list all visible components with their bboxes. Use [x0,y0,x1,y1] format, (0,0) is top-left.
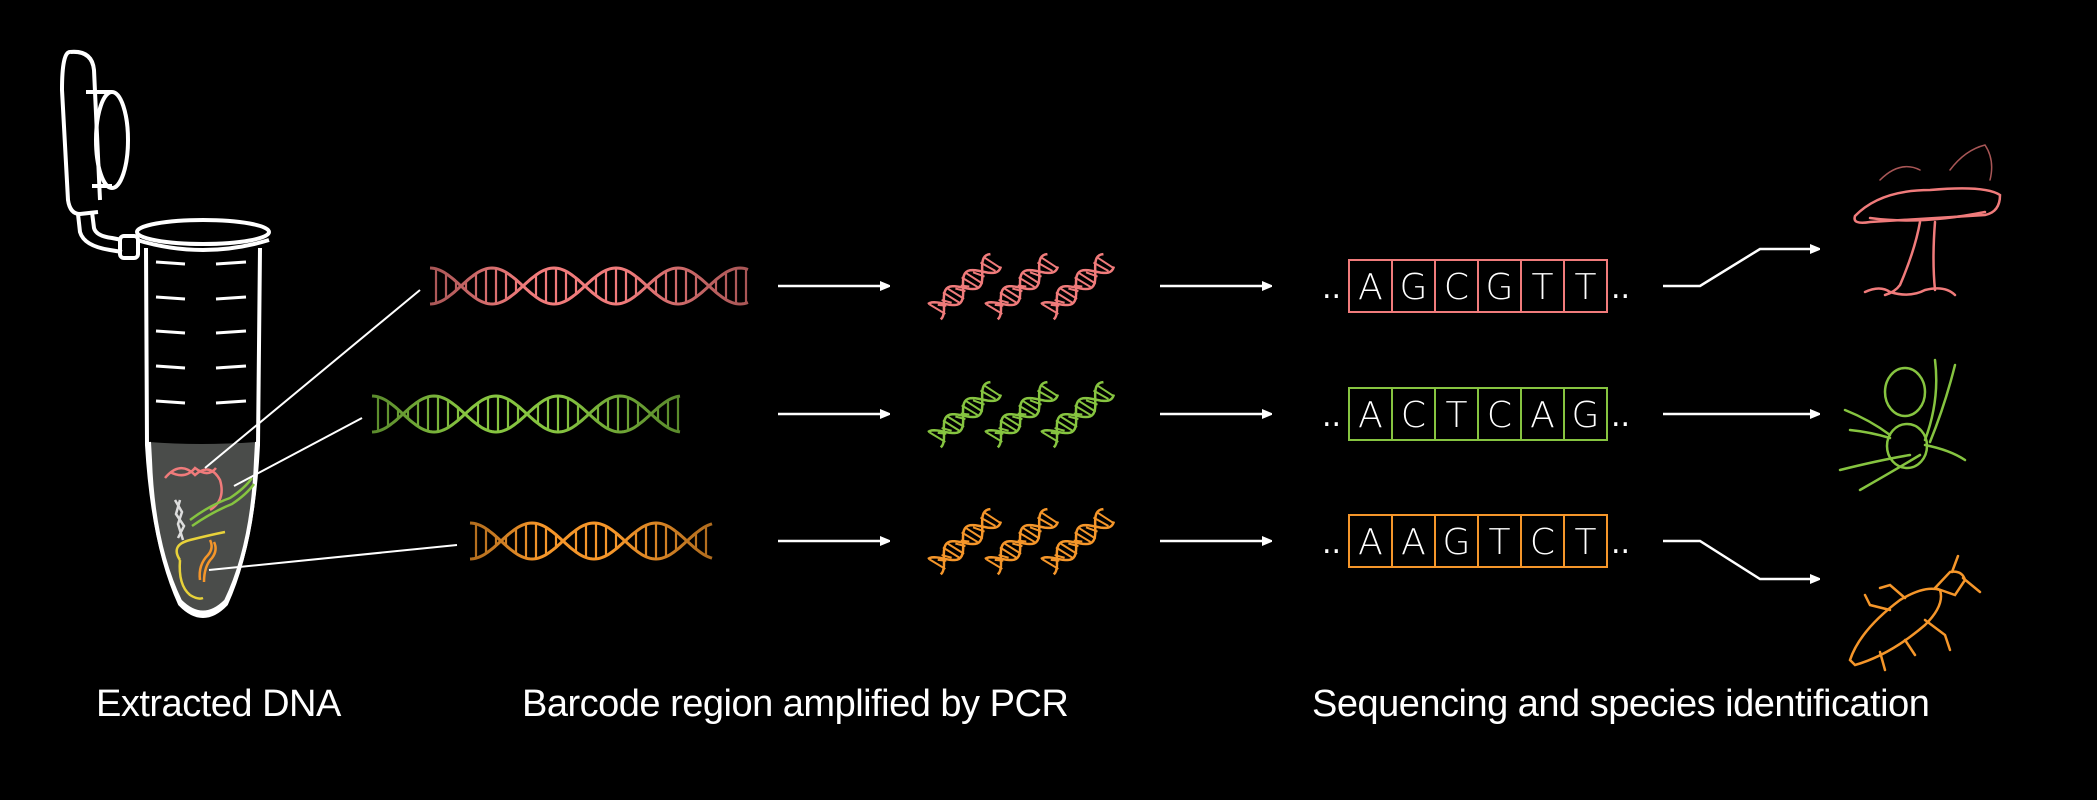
caption-pcr-amplification: Barcode region amplified by PCR [522,683,1069,725]
base-cell [1563,259,1608,313]
base-letter: C [1444,267,1469,308]
base-letter: A [1358,522,1383,563]
dna-copy-icon [1040,507,1116,576]
base-letter: G [1572,395,1600,436]
base-letter: T [1446,395,1468,436]
base-cell [1563,514,1608,568]
base-letter: C [1401,395,1426,436]
base-letter: T [1489,522,1511,563]
dna-copy-icon [927,380,1003,449]
pcr-copies [927,380,1116,449]
base-letter: A [1530,395,1555,436]
pcr-copies [927,252,1116,321]
sequence-ellipsis-left: .. [1322,271,1341,306]
dna-copy-icon [984,252,1060,321]
caption-sequencing-identification: Sequencing and species identification [1312,683,1930,725]
base-letter: C [1530,522,1555,563]
sequence-ellipsis-right: .. [1611,526,1630,561]
dna-copy-icon [984,380,1060,449]
dna-copy-icon [1040,252,1116,321]
sequence-ellipsis-right: .. [1611,271,1630,306]
tube-liquid [149,442,257,613]
base-letter: T [1532,267,1554,308]
base-letter: A [1358,267,1383,308]
base-letter: T [1575,522,1597,563]
base-letter: G [1486,267,1514,308]
leader-lines [204,289,458,571]
base-letter: G [1400,267,1428,308]
sequence-ellipsis-right: .. [1611,399,1630,434]
barcode-helix-icon [371,394,681,434]
barcode-helix-icon [429,266,749,306]
sequence-ellipsis-left: .. [1322,526,1341,561]
dna-copy-icon [984,507,1060,576]
pcr-copies [927,507,1116,576]
pine-cone-icon [1838,358,1967,492]
beetle-icon [1848,554,1982,672]
arrow-to-species-icon [1663,539,1818,579]
base-letter: G [1443,522,1471,563]
dna-copy-icon [927,507,1003,576]
base-cell [1563,387,1608,441]
dna-copy-icon [1040,380,1116,449]
mushroom-icon [1853,144,2002,297]
dna-copy-icon [927,252,1003,321]
dna-fragments-in-tube-icon [164,466,256,600]
base-letter: A [1401,522,1426,563]
base-letter: T [1575,267,1597,308]
caption-extracted-dna: Extracted DNA [96,683,341,725]
arrow-to-species-icon [1663,249,1818,288]
barcode-helix-icon [469,521,713,561]
sequence-ellipsis-left: .. [1322,399,1341,434]
base-letter: C [1487,395,1512,436]
base-letter: A [1358,395,1383,436]
